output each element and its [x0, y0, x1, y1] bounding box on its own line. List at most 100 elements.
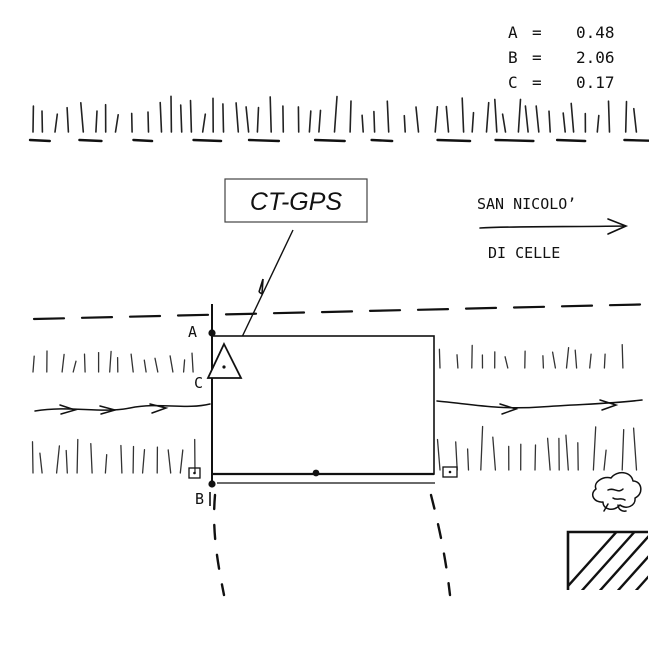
grass-stroke — [589, 353, 592, 369]
measurements-block: A = 0.48 B = 2.06 C = 0.17 — [508, 23, 615, 92]
grass-base-dash — [247, 138, 281, 143]
road-dash — [176, 313, 210, 317]
point-b-marker — [208, 480, 216, 488]
gps-triangle-center — [222, 365, 226, 369]
building-hatch — [568, 532, 648, 590]
grass-stroke — [570, 102, 575, 133]
road-curve-right — [429, 493, 452, 597]
grass-stroke — [95, 110, 98, 133]
grass-stroke — [182, 359, 186, 373]
bridge-structure — [188, 304, 458, 484]
road-dash — [368, 309, 402, 312]
grass-base-dash — [436, 138, 472, 143]
grass-stroke — [551, 351, 557, 369]
measurement-a-value: 0.48 — [576, 23, 615, 42]
grass-stroke — [72, 360, 77, 373]
grass-stroke — [130, 353, 134, 373]
grass-stroke — [386, 100, 390, 133]
grass-stroke — [318, 109, 322, 133]
measurement-b-key: B — [508, 48, 518, 67]
direction-line2: DI CELLE — [488, 244, 560, 262]
grass-stroke — [222, 103, 225, 133]
road-curve-dashed — [212, 493, 452, 597]
tree-icon — [592, 472, 642, 512]
grass-stroke — [632, 107, 638, 133]
grass-stroke — [147, 111, 150, 133]
grass-stroke — [349, 100, 352, 133]
grass-stroke — [167, 449, 172, 474]
hatch-line — [616, 555, 648, 590]
grass-stroke — [445, 105, 450, 133]
grass-stroke — [403, 114, 407, 133]
right-benchmark-icon — [442, 466, 458, 478]
grass-base-dash — [494, 138, 535, 143]
grass-stroke — [141, 449, 146, 474]
road-dash — [512, 305, 546, 309]
hatch-line — [598, 535, 648, 590]
grass-stroke — [308, 110, 312, 133]
grass-stroke — [574, 349, 578, 369]
station-label-frame — [224, 178, 368, 223]
bridge-midpoint-marker — [312, 469, 320, 477]
grass-stroke — [31, 441, 34, 474]
grass-stroke — [256, 106, 260, 133]
grass-stroke — [461, 97, 465, 133]
measurement-b-eq: = — [532, 48, 542, 67]
canal-flow-left — [34, 403, 211, 412]
canal-flow — [34, 399, 643, 415]
grass-stroke — [235, 102, 240, 133]
tree-detail — [607, 488, 626, 501]
canal-flow-right — [436, 399, 643, 409]
measurement-b-value: 2.06 — [576, 48, 615, 67]
grass-stroke — [154, 357, 159, 373]
point-b-label: B — [195, 490, 204, 508]
grass-stroke — [373, 110, 376, 133]
grass-band-lower-canal — [31, 425, 638, 474]
road-dash — [464, 306, 498, 310]
grass-stroke — [535, 105, 540, 133]
road-dash — [608, 303, 642, 307]
point-a-label: A — [188, 323, 197, 341]
building-outline — [566, 530, 648, 590]
gps-triangle — [206, 341, 243, 379]
grass-stroke — [517, 98, 522, 133]
road-dash — [224, 312, 258, 316]
grass-stroke — [596, 114, 600, 133]
road-dash — [560, 304, 594, 308]
grass-stroke — [524, 105, 529, 133]
grass-stroke — [592, 426, 597, 471]
grass-base-dash — [28, 138, 51, 143]
gps-station-triangle-icon — [206, 341, 243, 379]
left-benchmark-dot — [193, 471, 196, 475]
grass-stroke — [603, 353, 606, 369]
grass-stroke — [542, 355, 545, 369]
canal-flow-right-arrows — [499, 399, 619, 415]
grass-stroke — [501, 113, 507, 133]
grass-stroke — [54, 113, 59, 133]
grass-stroke — [546, 437, 551, 471]
tree-trunk — [603, 503, 627, 512]
grass-stroke — [361, 114, 365, 133]
grass-stroke — [179, 449, 184, 474]
grass-stroke — [245, 106, 250, 133]
grass-stroke — [32, 355, 35, 373]
grass-stroke — [493, 98, 498, 133]
grass-base-dash — [370, 138, 394, 143]
pointer-arrowhead — [258, 278, 264, 295]
grass-stroke — [39, 452, 43, 474]
grass-stroke — [169, 355, 174, 373]
grass-stroke — [191, 352, 194, 373]
road-dash — [32, 317, 66, 321]
road-dash — [128, 314, 162, 318]
grass-band-top-baseline — [28, 138, 649, 143]
grass-stroke — [492, 436, 497, 471]
grass-stroke — [179, 104, 183, 133]
grass-stroke — [565, 434, 569, 471]
hatched-building-icon — [566, 530, 648, 590]
grass-base-dash — [132, 138, 154, 143]
road-dash — [416, 308, 450, 311]
road-dash — [320, 310, 354, 314]
measurement-c-eq: = — [532, 73, 542, 92]
grass-stroke — [624, 100, 628, 133]
